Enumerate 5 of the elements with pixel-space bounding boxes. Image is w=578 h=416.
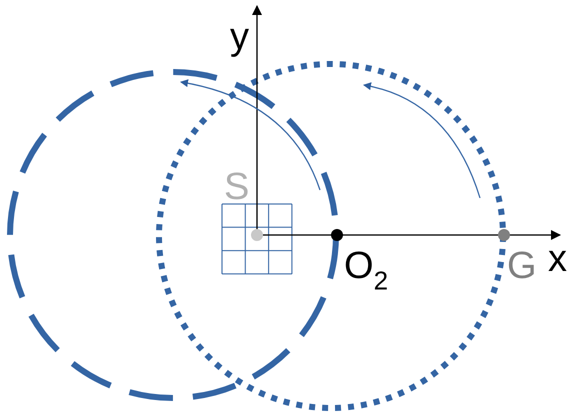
point-label: O$_{2}$ <box>344 247 388 294</box>
point-label: G <box>507 247 537 285</box>
point-label: S <box>224 168 250 206</box>
axis-label: y <box>230 18 249 56</box>
axis-label: x <box>548 240 567 278</box>
